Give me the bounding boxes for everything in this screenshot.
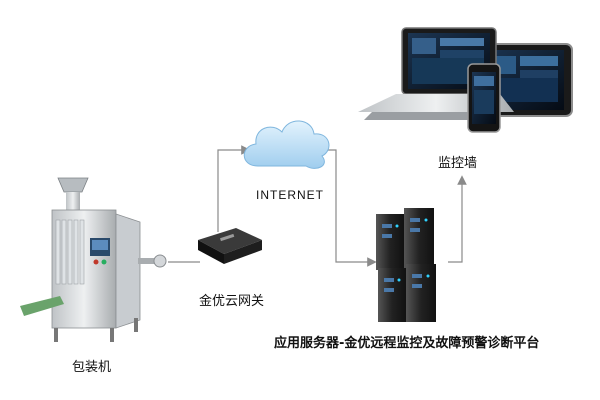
connector-cloud-server <box>320 149 377 267</box>
connector-server-wall <box>448 175 467 263</box>
phone-icon <box>467 63 501 133</box>
connector-gateway-cloud <box>217 145 251 232</box>
gateway-label: 金优云网关 <box>199 294 265 309</box>
monitor-wall-devices <box>358 27 573 133</box>
internet-label: INTERNET <box>256 188 324 202</box>
packing-machine-label: 包装机 <box>72 360 112 375</box>
packing-machine-icon <box>20 177 167 342</box>
monitor-wall-label: 监控墙 <box>438 156 478 171</box>
cloud-icon <box>243 120 330 169</box>
gateway-device-icon <box>198 228 262 264</box>
server-cluster-icon <box>376 208 436 322</box>
server-platform-label: 应用服务器-金优远程监控及故障预警诊断平台 <box>274 336 540 351</box>
